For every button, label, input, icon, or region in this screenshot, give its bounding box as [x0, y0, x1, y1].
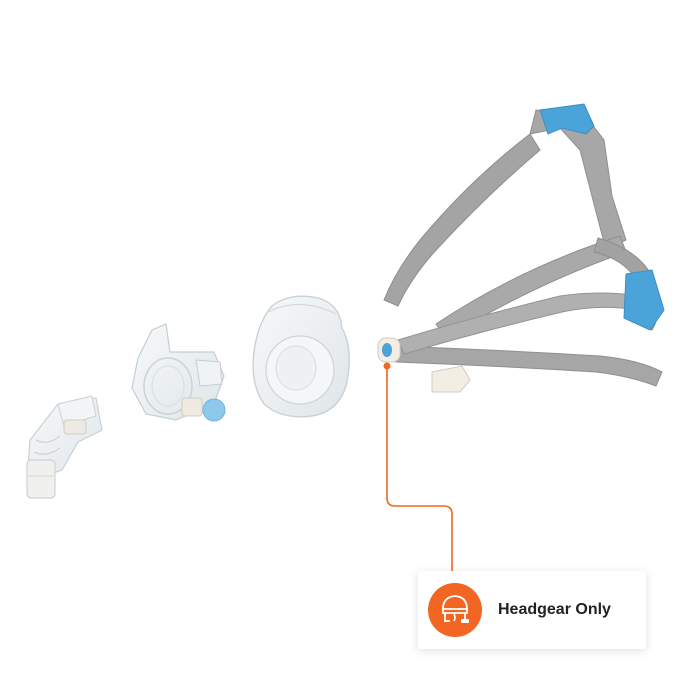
left-magnetic-clip — [377, 337, 401, 363]
top-blue-tab — [539, 103, 595, 135]
callout-badge — [428, 583, 482, 637]
callout-card[interactable]: Headgear Only — [418, 571, 646, 649]
headgear-icon — [428, 583, 482, 637]
frame-part — [131, 323, 226, 422]
callout-label: Headgear Only — [498, 601, 611, 618]
headgear-part — [377, 103, 665, 393]
back-blue-tab — [623, 269, 665, 331]
cushion-part — [252, 295, 350, 418]
right-magnetic-clip — [431, 365, 471, 393]
callout-leader — [383, 362, 453, 586]
elbow-part — [26, 395, 103, 499]
vent-disc — [202, 398, 226, 422]
